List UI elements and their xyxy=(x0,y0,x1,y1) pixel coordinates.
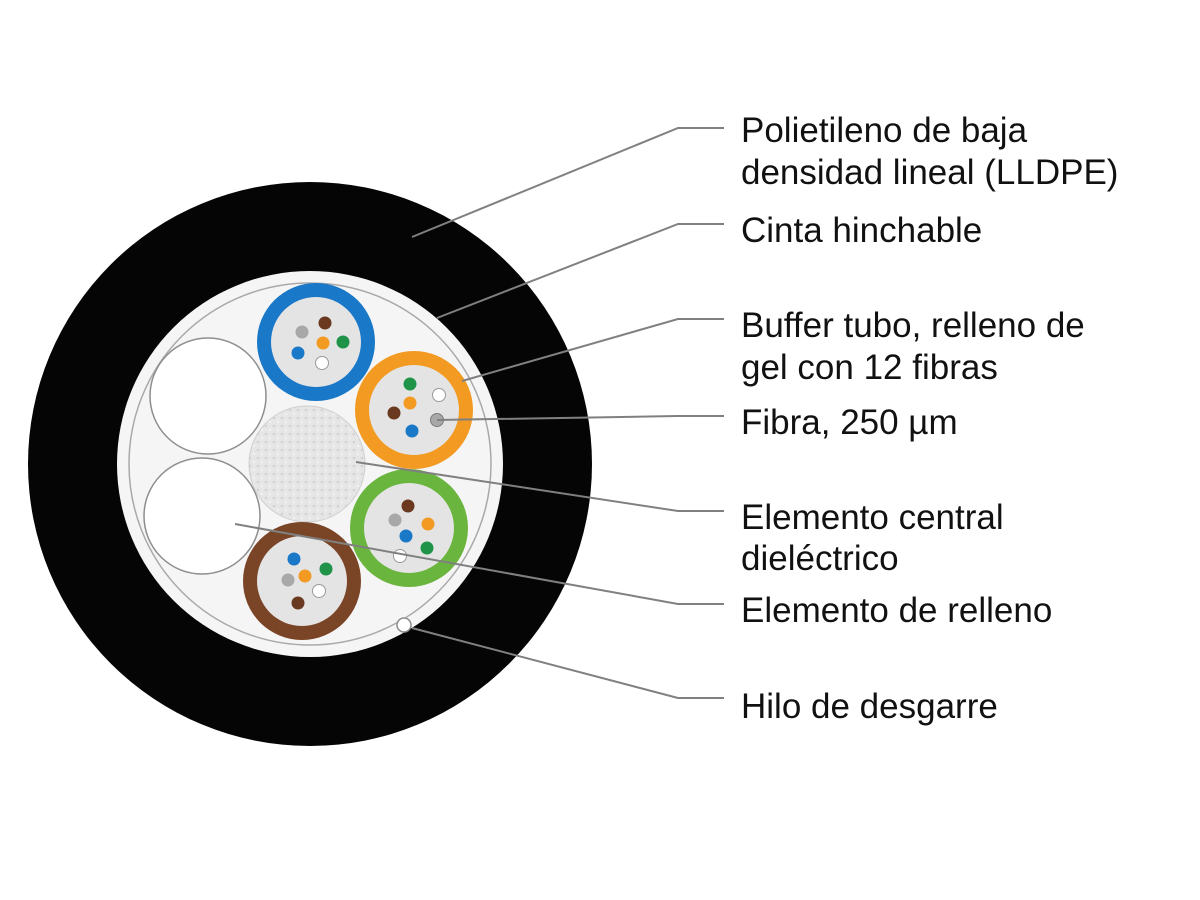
buffer-tube-green xyxy=(350,469,468,587)
buffer-tube-orange xyxy=(355,351,473,469)
label-filler-element: Elemento de relleno xyxy=(741,591,1052,630)
ripcord xyxy=(396,617,412,633)
leader-line-tube xyxy=(461,318,724,382)
fiber xyxy=(388,513,402,527)
tube-gel xyxy=(364,483,454,573)
filler-element-bottom xyxy=(143,457,261,575)
label-buffer-tube-line2: gel con 12 fibras xyxy=(741,348,998,387)
fiber xyxy=(405,424,419,438)
label-swellable-tape: Cinta hinchable xyxy=(741,211,982,250)
leader-line-filler xyxy=(234,523,724,605)
fiber xyxy=(319,562,333,576)
label-fiber: Fibra, 250 µm xyxy=(741,403,958,442)
fiber xyxy=(401,499,415,513)
label-lldpe-line1: Polietileno de baja xyxy=(741,111,1028,150)
fiber xyxy=(432,388,446,402)
fiber xyxy=(403,396,417,410)
fiber xyxy=(281,573,295,587)
filler-element-top xyxy=(149,337,267,455)
fiber xyxy=(291,596,305,610)
fiber xyxy=(393,549,407,563)
buffer-tube-blue xyxy=(257,283,375,401)
fiber xyxy=(336,335,350,349)
leader-line-tape xyxy=(436,223,724,319)
tube-gel xyxy=(369,365,459,455)
swellable-tape xyxy=(128,282,492,646)
fiber xyxy=(403,377,417,391)
fiber xyxy=(399,529,413,543)
central-dielectric-member xyxy=(248,405,366,523)
fiber xyxy=(318,316,332,330)
label-central-member-line2: dieléctrico xyxy=(741,539,899,578)
label-ripcord: Hilo de desgarre xyxy=(741,687,998,726)
fiber xyxy=(387,406,401,420)
tube-gel xyxy=(271,297,361,387)
label-buffer-tube-line1: Buffer tubo, relleno de xyxy=(741,306,1085,345)
leader-line-lldpe xyxy=(411,127,724,238)
fiber xyxy=(291,346,305,360)
fiber xyxy=(295,325,309,339)
fiber xyxy=(287,552,301,566)
fiber xyxy=(312,584,326,598)
fiber xyxy=(420,541,434,555)
fiber xyxy=(316,336,330,350)
label-lldpe-line2: densidad lineal (LLDPE) xyxy=(741,153,1118,192)
leader-line-ripcord xyxy=(411,627,724,699)
fiber xyxy=(315,356,329,370)
fiber xyxy=(421,517,435,531)
label-central-member-line1: Elemento central xyxy=(741,498,1004,537)
leader-line-central xyxy=(355,461,724,512)
fiber xyxy=(298,569,312,583)
leader-line-fiber xyxy=(436,415,724,421)
buffer-tube-brown xyxy=(243,522,361,640)
